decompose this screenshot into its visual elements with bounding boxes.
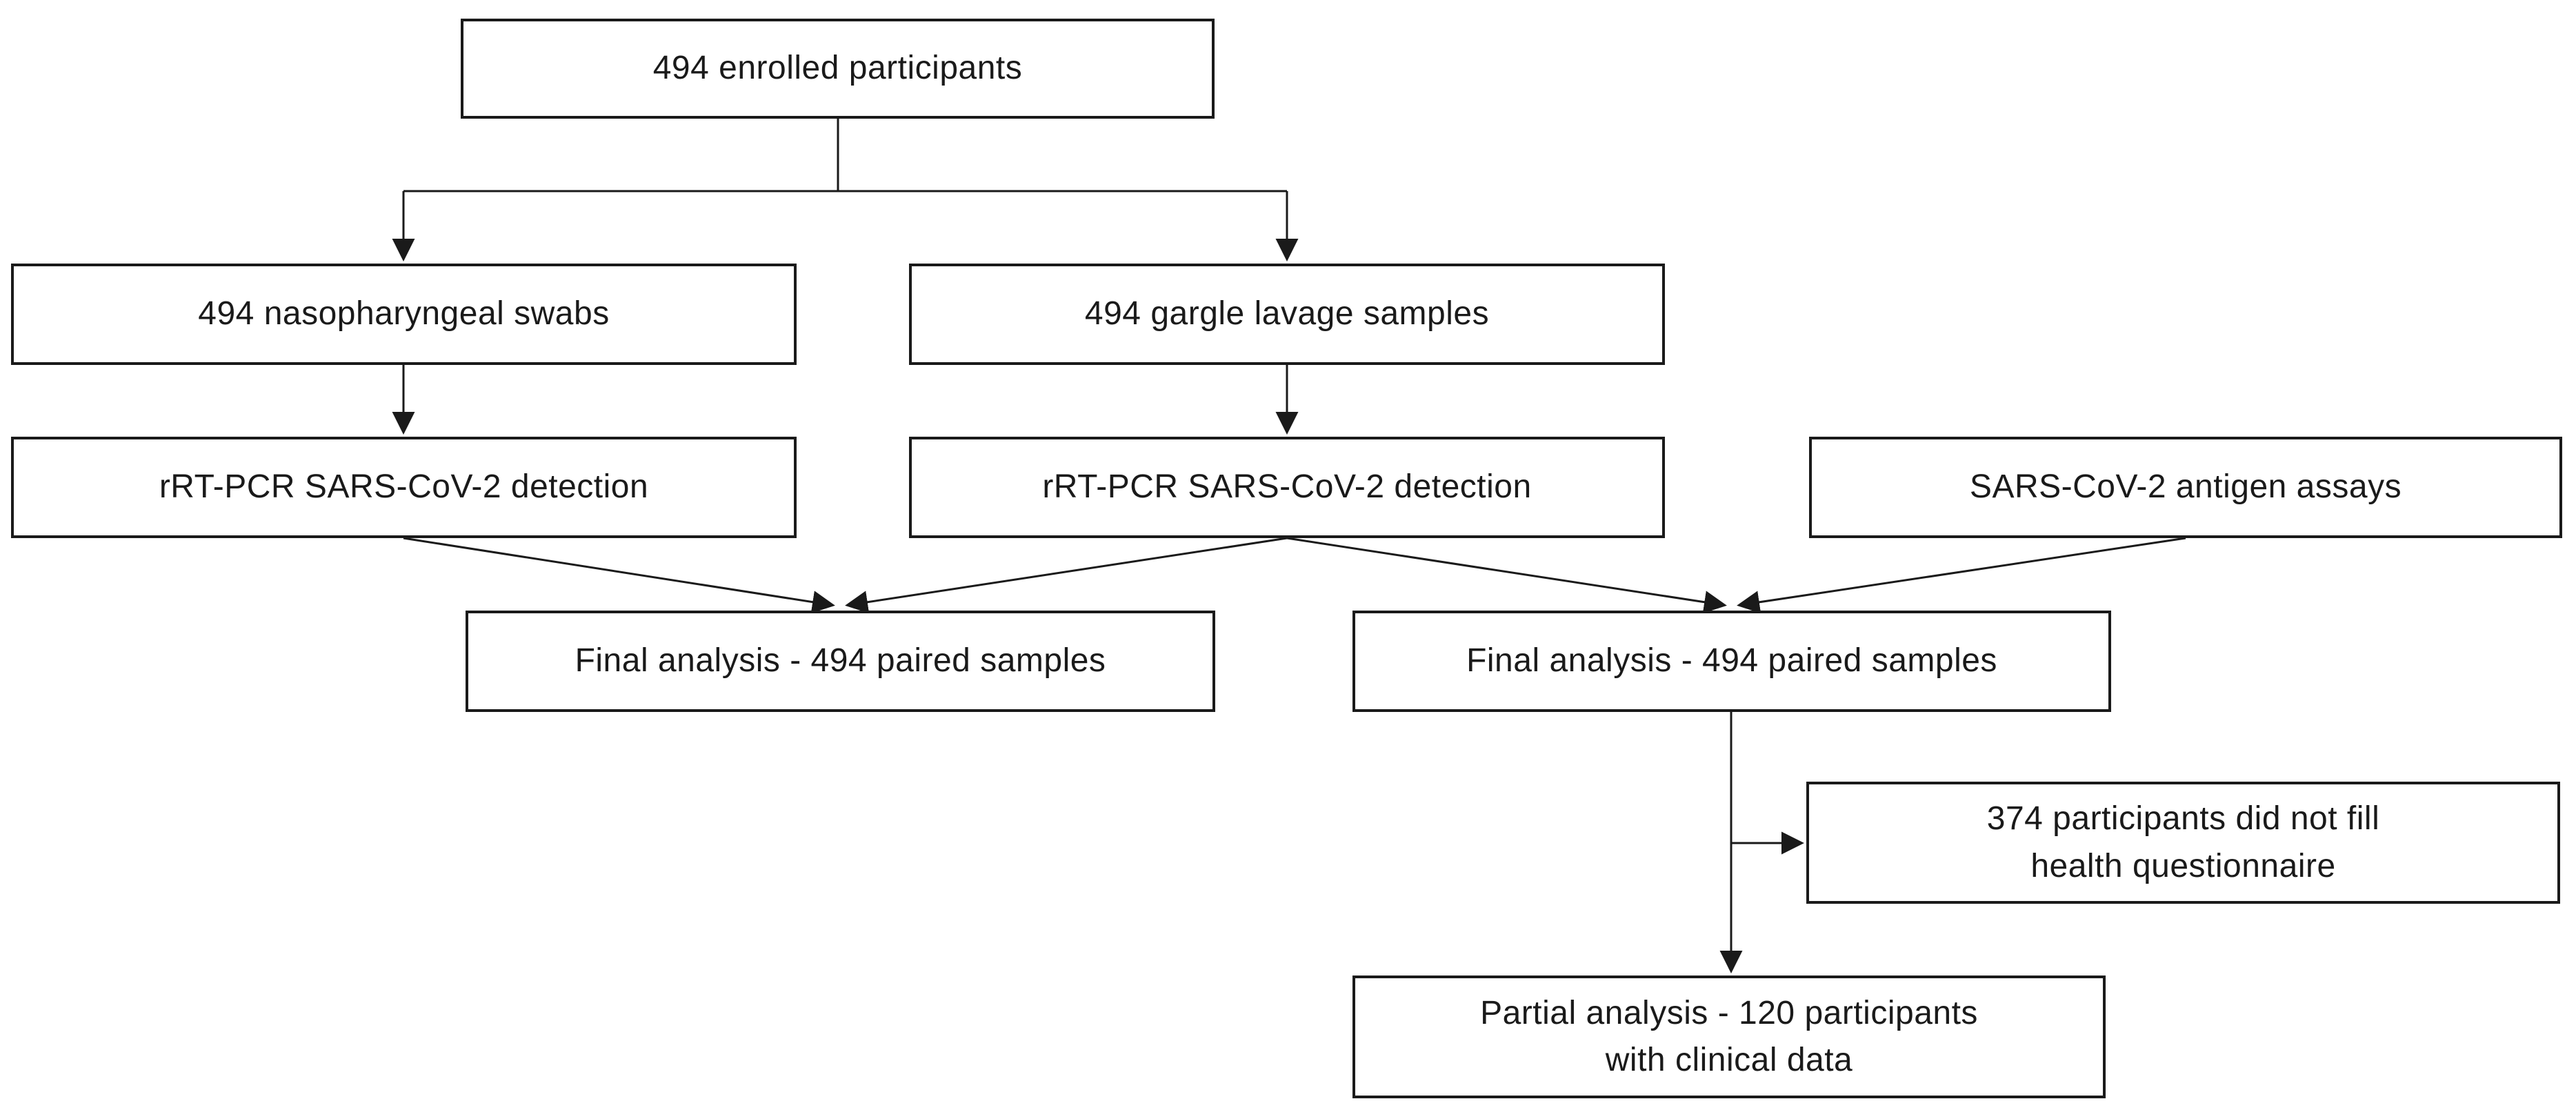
box-final-right-label: Final analysis - 494 paired samples [1466, 642, 1997, 680]
connector-pcr-naso-to-final-left [403, 537, 835, 613]
box-gargle-label: 494 gargle lavage samples [1084, 295, 1490, 333]
box-gargle-lavage-samples: 494 gargle lavage samples [909, 264, 1665, 365]
box-partial-analysis: Partial analysis - 120 participants with… [1352, 976, 2106, 1098]
box-partial-label: Partial analysis - 120 participants with… [1480, 994, 1978, 1078]
connector-pcr-gargle-to-final-left [845, 537, 1288, 614]
box-rrt-pcr-detection-gargle: rRT-PCR SARS-CoV-2 detection [909, 437, 1665, 538]
box-nasopharyngeal-swabs: 494 nasopharyngeal swabs [11, 264, 797, 365]
box-rrt-pcr-detection-naso: rRT-PCR SARS-CoV-2 detection [11, 437, 797, 538]
box-enrolled-label: 494 enrolled participants [652, 50, 1023, 87]
box-antigen-label: SARS-CoV-2 antigen assays [1969, 468, 2402, 506]
connector-antigen-to-final-right [1737, 537, 2186, 614]
box-final-analysis-left: Final analysis - 494 paired samples [466, 611, 1215, 712]
box-no-health-questionnaire: 374 participants did not fill health que… [1806, 782, 2560, 904]
box-naso-label: 494 nasopharyngeal swabs [198, 295, 610, 333]
box-pcr-gargle-label: rRT-PCR SARS-CoV-2 detection [1042, 468, 1532, 506]
box-enrolled-participants: 494 enrolled participants [461, 19, 1215, 119]
box-pcr-naso-label: rRT-PCR SARS-CoV-2 detection [159, 468, 649, 506]
box-final-left-label: Final analysis - 494 paired samples [575, 642, 1106, 680]
box-antigen-assays: SARS-CoV-2 antigen assays [1809, 437, 2562, 538]
box-final-analysis-right: Final analysis - 494 paired samples [1352, 611, 2111, 712]
box-no-questionnaire-label: 374 participants did not fill health que… [1986, 800, 2380, 884]
connector-pcr-gargle-to-final-right [1286, 537, 1727, 614]
